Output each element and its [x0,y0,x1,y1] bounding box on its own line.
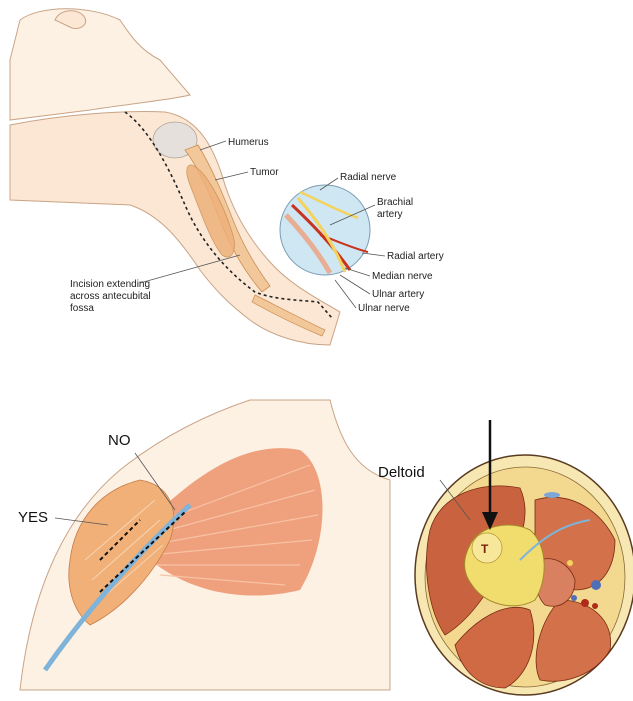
label-no: NO [108,432,131,449]
label-brachial-artery-line1: Brachial [377,197,413,208]
label-incision-line3: fossa [70,303,94,314]
cross-section-illustration: T Deltoid [378,420,633,695]
shoulder-illustration: NO YES [18,400,390,690]
label-brachial-artery-line2: artery [377,209,403,220]
vessel-red-2 [592,603,598,609]
label-ulnar-artery: Ulnar artery [372,289,424,300]
label-deltoid: Deltoid [378,464,425,481]
label-humerus: Humerus [228,137,269,148]
label-tumor: Tumor [250,167,279,178]
label-incision-line2: across antecubital [70,291,151,302]
arm-illustration [10,9,340,345]
label-yes: YES [18,509,48,526]
label-radial-nerve: Radial nerve [340,172,397,183]
torso-outline [10,9,190,120]
vessel-blue-2 [571,595,577,601]
label-median-nerve: Median nerve [372,271,433,282]
label-incision-line1: Incision extending [70,279,150,290]
vessel-inset [280,185,370,275]
vessel-blue-1 [591,580,601,590]
label-radial-artery: Radial artery [387,251,444,262]
vessel-blue-top [544,492,560,498]
vessel-yellow-1 [567,560,573,566]
label-tumor-marker: T [481,542,489,556]
label-ulnar-nerve: Ulnar nerve [358,303,410,314]
vessel-red-1 [581,599,589,607]
